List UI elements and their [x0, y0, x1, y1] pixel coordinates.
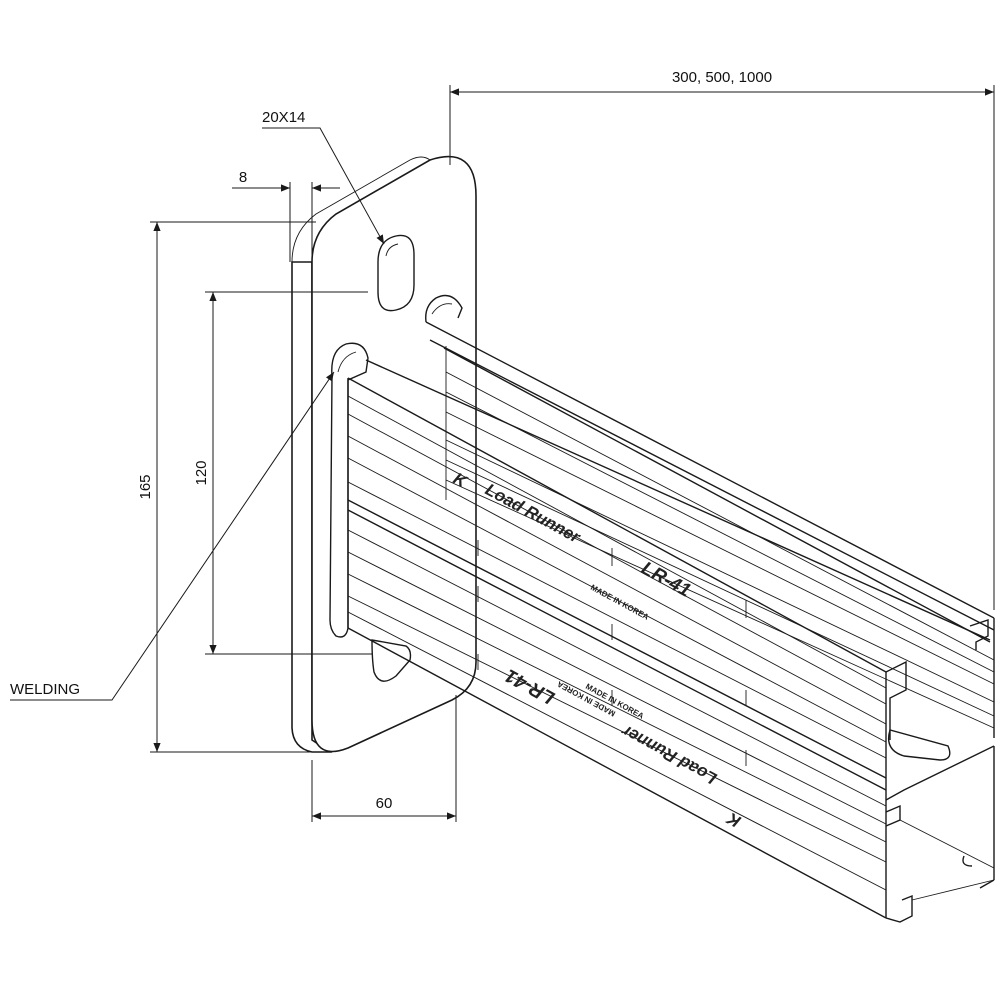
dimension-hole-spacing: 120 [193, 291, 372, 655]
thickness-dimension-label: 8 [239, 169, 247, 186]
base-plate [291, 155, 477, 753]
dimension-hole: 20X14 [262, 109, 385, 245]
length-dimension-label: 300, 500, 1000 [672, 69, 772, 86]
upper-channel [425, 294, 995, 740]
brand-logo-k-lower: K [723, 808, 744, 831]
welding-label: WELDING [10, 681, 80, 698]
plate-front-face [311, 155, 477, 753]
plate-height-dimension-label: 165 [137, 474, 154, 499]
dimension-plate-height: 165 [137, 221, 316, 753]
lower-channel [329, 342, 995, 923]
top-slot-hole [377, 234, 415, 312]
channel-markings: K Load Runner LR-41 MADE IN KOREA MADE I… [450, 469, 744, 831]
dimension-plate-width: 60 [311, 695, 457, 822]
hole-dimension-label: 20X14 [262, 109, 305, 126]
bottom-slot-hole [371, 639, 412, 682]
origin-text-top: MADE IN KOREA [589, 583, 650, 622]
model-text-lower: LR-41 [502, 664, 558, 708]
welding-callout: WELDING [10, 371, 335, 701]
dimension-length: 300, 500, 1000 [449, 69, 995, 610]
hole-spacing-dimension-label: 120 [193, 460, 210, 485]
plate-width-dimension-label: 60 [376, 795, 393, 812]
